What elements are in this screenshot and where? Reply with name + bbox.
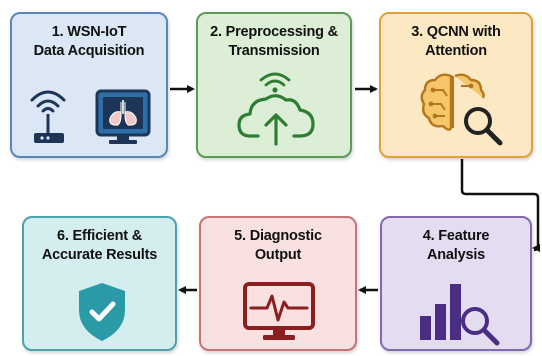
step-5-title-line2: Output: [254, 247, 302, 263]
wifi-signal-icon: [259, 72, 291, 93]
bar-chart-icon: [420, 284, 461, 340]
brain-circuit-icon: [420, 73, 485, 131]
step-3-title-line1: 3. QCNN with: [411, 24, 501, 40]
step-6-title-line1: 6. Efficient &: [56, 228, 143, 244]
step-5-title: 5. Diagnostic Output: [201, 227, 355, 265]
step-1-box: 1. WSN-IoT Data Acquisition: [10, 12, 168, 158]
step-6-box: 6. Efficient & Accurate Results: [22, 216, 177, 351]
step-4-title-line1: 4. Feature: [422, 228, 490, 244]
heartbeat-monitor-icon: [243, 282, 315, 340]
lung-xray-monitor-icon: [95, 89, 151, 144]
step-4-title-line2: Analysis: [426, 247, 486, 263]
step-4-box: 4. Feature Analysis: [380, 216, 532, 351]
step-3-title: 3. QCNN with Attention: [381, 23, 531, 61]
wifi-router-icon: [30, 90, 66, 143]
step-6-title: 6. Efficient & Accurate Results: [24, 227, 175, 265]
step-2-box: 2. Preprocessing & Transmission: [196, 12, 352, 158]
step-2-title-line1: 2. Preprocessing &: [210, 24, 338, 40]
step-3-box: 3. QCNN with Attention: [379, 12, 533, 158]
step-1-title-line2: Data Acquisition: [33, 43, 145, 59]
step-2-title-line2: Transmission: [228, 43, 320, 59]
magnifier-icon: [464, 107, 503, 146]
step-1-title-line1: 1. WSN-IoT: [51, 24, 127, 40]
step-2-title: 2. Preprocessing & Transmission: [198, 23, 350, 61]
step-4-title: 4. Feature Analysis: [382, 227, 530, 265]
step-3-title-line2: Attention: [425, 43, 487, 59]
cloud-upload-icon: [237, 94, 315, 146]
step-1-title: 1. WSN-IoT Data Acquisition: [12, 23, 166, 61]
step-6-title-line2: Accurate Results: [41, 247, 158, 263]
step-5-box: 5. Diagnostic Output: [199, 216, 357, 351]
shield-check-icon: [79, 283, 125, 341]
magnifier-icon: [461, 307, 500, 346]
step-5-title-line1: 5. Diagnostic: [234, 228, 322, 244]
